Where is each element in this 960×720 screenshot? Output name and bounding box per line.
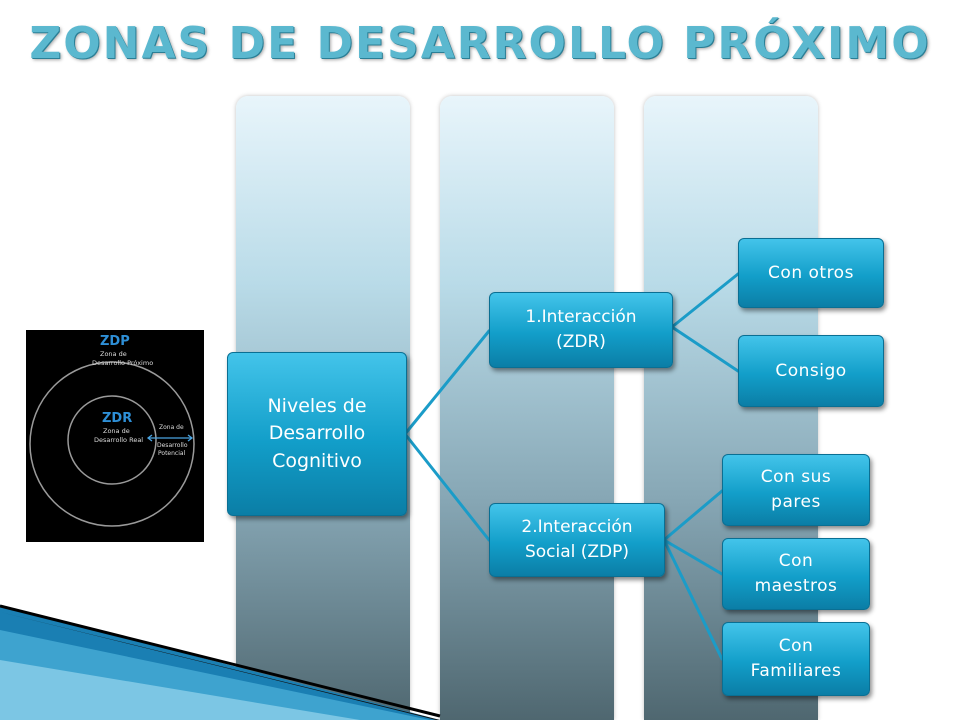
- outer-sub-line-2: Desarrollo Próximo: [92, 359, 153, 367]
- double-arrow-icon: [146, 434, 194, 442]
- side-line-3: Potencial: [158, 450, 186, 457]
- node-branch-2: 2.Interacción Social (ZDP): [489, 503, 665, 577]
- outer-label: ZDP: [100, 334, 130, 349]
- outer-sub-line-1: Zona de: [100, 350, 127, 358]
- column-2: [440, 96, 614, 720]
- inner-circle-icon: [67, 395, 157, 485]
- zdp-zdr-image: ZDP Zona de Desarrollo Próximo ZDR Zona …: [26, 330, 204, 542]
- outer-circle-icon: [29, 361, 195, 527]
- connector-branch-2-leaf-1: [662, 489, 724, 542]
- node-leaf-con-maestros: Con maestros: [722, 538, 870, 610]
- connector-root-branch-1: [403, 329, 491, 436]
- connector-branch-2-leaf-2: [662, 538, 724, 576]
- node-branch-1: 1.Interacción (ZDR): [489, 292, 673, 368]
- connector-branch-1-leaf-1: [670, 272, 740, 329]
- node-leaf-consigo: Consigo: [738, 335, 884, 407]
- column-3: [644, 96, 818, 720]
- connector-branch-1-leaf-2: [670, 325, 740, 373]
- inner-label: ZDR: [102, 411, 132, 426]
- slide-title: ZONAS DE DESARROLLO PRÓXIMO: [29, 18, 931, 69]
- side-line-1: Zona de: [159, 424, 184, 431]
- node-leaf-con-familiares: Con Familiares: [722, 622, 870, 696]
- connector-branch-2-leaf-3: [662, 538, 724, 661]
- connector-root-branch-2: [403, 432, 491, 542]
- inner-sub-line-1: Zona de: [103, 427, 130, 435]
- node-leaf-con-sus-pares: Con sus pares: [722, 454, 870, 526]
- node-leaf-con-otros: Con otros: [738, 238, 884, 308]
- side-line-2: Desarrollo: [157, 442, 188, 449]
- inner-sub-line-2: Desarrollo Real: [94, 436, 143, 444]
- node-root: Niveles de Desarrollo Cognitivo: [227, 352, 407, 516]
